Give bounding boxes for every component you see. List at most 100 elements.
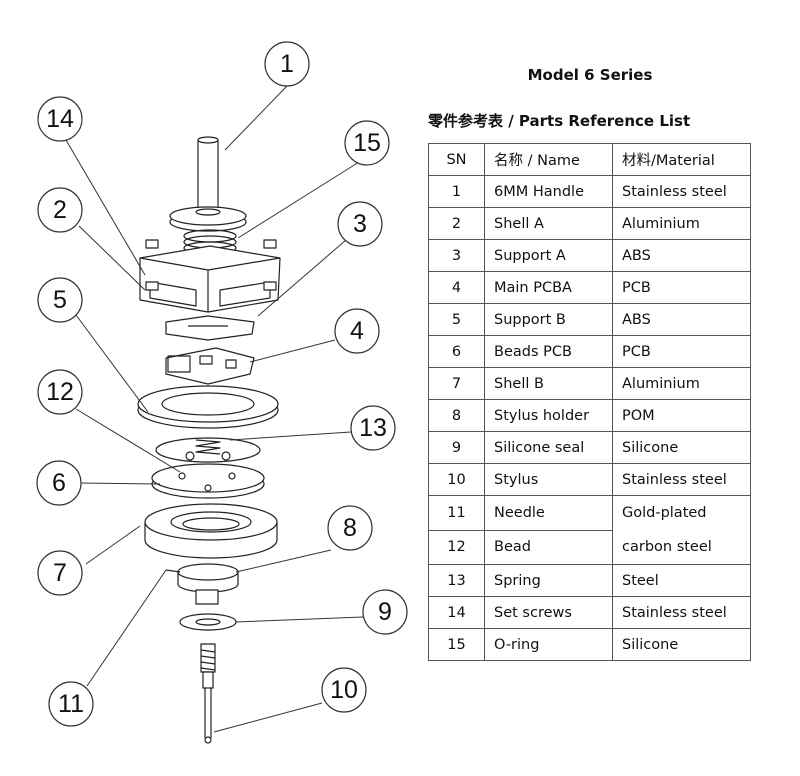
cell-material: Aluminium xyxy=(612,207,751,240)
svg-text:4: 4 xyxy=(350,317,364,345)
cell-name: Needle xyxy=(484,495,613,531)
cell-material-line-1: Gold-plated xyxy=(622,505,707,521)
cell-sn: 3 xyxy=(428,239,485,272)
callout-14: 14 xyxy=(37,96,83,142)
callout-4: 4 xyxy=(334,308,380,354)
callout-2: 2 xyxy=(37,187,83,233)
cell-name: Shell A xyxy=(484,207,613,240)
table-row: 13 Spring Steel xyxy=(428,564,751,597)
cell-material: PCB xyxy=(612,271,751,304)
table-header-row: SN 名称 / Name 材料/Material xyxy=(428,143,751,176)
cell-name: Stylus xyxy=(484,463,613,496)
table-row: 15 O-ring Silicone xyxy=(428,628,751,661)
cell-sn: 7 xyxy=(428,367,485,400)
parts-list-title: 零件参考表 / Parts Reference List xyxy=(428,112,691,130)
callout-6: 6 xyxy=(36,460,82,506)
table-row: 12 Bead xyxy=(428,529,751,565)
svg-text:3: 3 xyxy=(353,210,367,238)
cell-sn: 8 xyxy=(428,399,485,432)
part-stylus-holder xyxy=(165,563,239,605)
table-row: 11 Needle Gold-plated carbon steel xyxy=(428,495,751,565)
cell-material: Stainless steel xyxy=(612,463,751,496)
cell-name: Shell B xyxy=(484,367,613,400)
table-row: 5 Support B ABS xyxy=(428,303,751,336)
svg-text:8: 8 xyxy=(343,514,357,542)
table-row: 10 Stylus Stainless steel xyxy=(428,463,751,496)
part-beads-pcb xyxy=(151,463,265,499)
part-support-a xyxy=(165,315,255,341)
cell-name: Bead xyxy=(484,529,613,565)
svg-text:6: 6 xyxy=(52,469,66,497)
cell-material-merged: Gold-plated carbon steel xyxy=(612,495,751,565)
cell-material-line-2: carbon steel xyxy=(622,539,712,555)
header-sn: SN xyxy=(428,143,485,176)
table-row: 8 Stylus holder POM xyxy=(428,399,751,432)
cell-sn: 1 xyxy=(428,175,485,208)
svg-text:14: 14 xyxy=(46,105,74,133)
cell-sn: 14 xyxy=(428,596,485,629)
svg-text:7: 7 xyxy=(53,559,67,587)
cell-sn: 15 xyxy=(428,628,485,661)
table-row: 9 Silicone seal Silicone xyxy=(428,431,751,464)
cell-sn: 13 xyxy=(428,564,485,597)
cell-material: Aluminium xyxy=(612,367,751,400)
cell-material: Steel xyxy=(612,564,751,597)
callout-12: 12 xyxy=(37,369,83,415)
svg-text:1: 1 xyxy=(280,50,294,78)
cell-name: 6MM Handle xyxy=(484,175,613,208)
callout-15: 15 xyxy=(344,120,390,166)
part-main-pcba xyxy=(165,347,255,385)
svg-text:13: 13 xyxy=(359,414,387,442)
part-handle xyxy=(197,136,219,213)
table-row: 6 Beads PCB PCB xyxy=(428,335,751,368)
cell-material: Stainless steel xyxy=(612,596,751,629)
svg-text:11: 11 xyxy=(58,690,84,718)
table-row: 7 Shell B Aluminium xyxy=(428,367,751,400)
svg-text:12: 12 xyxy=(46,378,74,406)
callout-9: 9 xyxy=(362,589,408,635)
cell-material: Silicone xyxy=(612,431,751,464)
svg-text:9: 9 xyxy=(378,598,392,626)
callout-13: 13 xyxy=(350,405,396,451)
cell-name: Set screws xyxy=(484,596,613,629)
table-row: 2 Shell A Aluminium xyxy=(428,207,751,240)
cell-name: Support B xyxy=(484,303,613,336)
part-shell-b xyxy=(144,503,278,559)
table-row: 4 Main PCBA PCB xyxy=(428,271,751,304)
part-stylus xyxy=(200,643,216,744)
cell-sn: 4 xyxy=(428,271,485,304)
callouts: 1 14 15 2 3 5 4 12 xyxy=(36,41,408,727)
table-row: 1 6MM Handle Stainless steel xyxy=(428,175,751,208)
svg-text:15: 15 xyxy=(353,129,381,157)
cell-material: ABS xyxy=(612,303,751,336)
table-row: 14 Set screws Stainless steel xyxy=(428,596,751,629)
callout-8: 8 xyxy=(327,505,373,551)
cell-name: Main PCBA xyxy=(484,271,613,304)
cell-sn: 12 xyxy=(428,529,485,565)
cell-material: ABS xyxy=(612,239,751,272)
parts-reference-table: SN 名称 / Name 材料/Material 1 6MM Handle St… xyxy=(428,143,751,661)
table-row: 3 Support A ABS xyxy=(428,239,751,272)
cell-material: Silicone xyxy=(612,628,751,661)
cell-material: POM xyxy=(612,399,751,432)
header-material: 材料/Material xyxy=(612,143,751,176)
cell-name: Spring xyxy=(484,564,613,597)
cell-name: Support A xyxy=(484,239,613,272)
cell-sn: 5 xyxy=(428,303,485,336)
svg-text:2: 2 xyxy=(53,196,67,224)
callout-11: 11 xyxy=(48,681,94,727)
callout-7: 7 xyxy=(37,550,83,596)
callout-10: 10 xyxy=(321,667,367,713)
svg-text:5: 5 xyxy=(53,286,67,314)
svg-text:10: 10 xyxy=(330,676,358,704)
cell-material: PCB xyxy=(612,335,751,368)
part-set-screws xyxy=(145,239,277,291)
callout-leaders xyxy=(65,85,364,733)
part-silicone-seal xyxy=(179,613,237,631)
part-support-b xyxy=(137,385,279,429)
callout-1: 1 xyxy=(264,41,310,87)
callout-3: 3 xyxy=(337,201,383,247)
callout-5: 5 xyxy=(37,277,83,323)
cell-material: Stainless steel xyxy=(612,175,751,208)
cell-name: O-ring xyxy=(484,628,613,661)
